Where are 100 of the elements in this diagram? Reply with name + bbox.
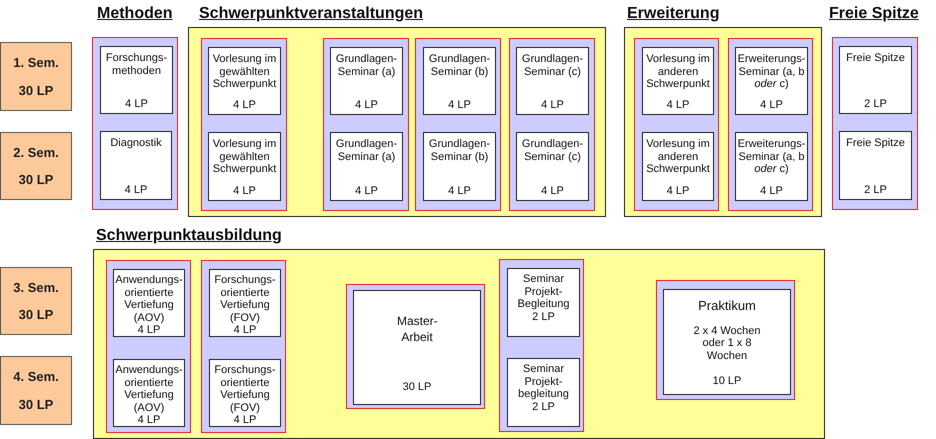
module-box [423, 47, 496, 115]
module-box [642, 47, 714, 115]
credit-points: 4 LP [541, 98, 564, 111]
semester-box [0, 356, 72, 425]
credit-points: 4 LP [124, 184, 148, 196]
module-title: Diagnostik [110, 137, 162, 150]
module-box [516, 47, 589, 115]
credit-points: 2 LP [864, 184, 887, 196]
module-title: Erweiterungs- Seminar (a, b oder c) [738, 53, 806, 90]
module-box [507, 358, 580, 427]
credit-points: 30 LP [18, 82, 54, 98]
credit-points: 4 LP [138, 324, 160, 336]
module-title: Vorlesung im anderen Schwerpunkt [645, 53, 711, 90]
semester-box [0, 267, 72, 335]
module-column [106, 260, 191, 433]
module-box [735, 132, 808, 201]
credit-points: 4 LP [233, 184, 256, 197]
module-title: Master- Arbeit [397, 313, 437, 345]
module-box [642, 132, 714, 201]
section-heading: Freie Spitze [829, 5, 919, 23]
credit-points: 4 LP [541, 184, 564, 197]
module-title: Grundlagen- Seminar (b) [428, 138, 492, 163]
module-title: Anwendungs- orientierte Vertiefung (AOV) [115, 364, 183, 414]
module-title: Forschungs- orientierte Vertiefung (FOV) [213, 364, 277, 414]
module-title: Grundlagen- Seminar (a) [334, 53, 398, 78]
credit-points: 4 LP [760, 184, 783, 197]
section-heading: Erweiterung [627, 5, 720, 23]
credit-points: 4 LP [233, 98, 256, 111]
module-title: Freie Spitze [846, 52, 905, 64]
module-title: Forschungs- orientierte Vertiefung (FOV) [213, 274, 277, 324]
section-heading: Schwerpunktveranstaltungen [199, 5, 424, 23]
semester-label: 1. Sem. [13, 55, 59, 70]
module-box [839, 46, 912, 114]
credit-points: 30 LP [18, 172, 54, 187]
credit-points: 4 LP [666, 184, 690, 197]
module-box [516, 132, 589, 201]
module-box [209, 359, 281, 427]
module-column [656, 280, 795, 400]
semester-label: 4. Sem. [13, 369, 59, 384]
module-box [507, 268, 580, 337]
credit-points: 4 LP [234, 324, 256, 336]
credit-points: 10 LP [712, 374, 742, 387]
module-column [728, 38, 813, 211]
module-box [353, 290, 481, 405]
module-box [208, 47, 281, 115]
module-column [499, 259, 584, 432]
module-column [323, 38, 409, 211]
module-column [346, 284, 485, 409]
module-note: 2 x 4 Wochen oder 1 x 8 Wochen [692, 324, 762, 362]
credit-points: 4 LP [448, 184, 471, 197]
module-title: Forschungs- methoden [104, 52, 168, 77]
module-box [209, 269, 281, 337]
credit-points: 4 LP [234, 414, 256, 426]
module-box [208, 132, 281, 201]
module-title: Grundlagen- Seminar (a) [334, 138, 398, 163]
semester-label: 2. Sem. [13, 145, 59, 160]
semester-label: 3. Sem. [13, 280, 59, 295]
module-box [330, 47, 403, 115]
credit-points: 4 LP [125, 98, 148, 110]
credit-points: 4 LP [448, 98, 471, 111]
credit-points: 4 LP [355, 98, 378, 111]
module-box [100, 131, 172, 200]
credit-points: 30 LP [402, 380, 432, 393]
module-title: Anwendungs- orientierte Vertiefung (AOV) [115, 274, 183, 324]
module-title: Seminar Projekt- Begleitung [516, 273, 570, 310]
module-title: Grundlagen- Seminar (c) [520, 53, 584, 78]
credit-points: 2 LP [864, 98, 887, 110]
module-title: Freie Spitze [846, 137, 905, 150]
module-box [100, 46, 173, 114]
module-box [330, 132, 403, 201]
credit-points: 4 LP [138, 414, 160, 426]
module-column [201, 260, 286, 433]
module-box [113, 269, 185, 337]
module-box [735, 47, 808, 115]
credit-points: 30 LP [18, 307, 54, 322]
section-heading: Schwerpunktausbildung [96, 227, 282, 245]
module-column [415, 38, 501, 211]
section-heading: Methoden [97, 5, 173, 23]
module-box [113, 359, 185, 427]
semester-box [0, 132, 72, 200]
module-column [634, 38, 719, 211]
module-title: Vorlesung im gewählten Schwerpunkt [212, 138, 278, 176]
module-title: Erweiterungs- Seminar (a, b oder c) [738, 138, 806, 176]
semester-box [0, 42, 72, 111]
module-title: Grundlagen- Seminar (b) [428, 53, 492, 78]
module-title: Vorlesung im anderen Schwerpunkt [645, 138, 711, 176]
module-title: Vorlesung im gewählten Schwerpunkt [212, 53, 278, 90]
credit-points: 2 LP [532, 310, 555, 323]
module-title: Seminar Projekt- begleitung [517, 363, 570, 400]
credit-points: 4 LP [355, 184, 378, 197]
credit-points: 30 LP [18, 396, 54, 412]
module-title: Praktikum [698, 300, 756, 312]
module-column [201, 38, 287, 211]
module-title: Grundlagen- Seminar (c) [520, 138, 584, 163]
module-column [509, 38, 595, 211]
module-box [423, 132, 496, 201]
credit-points: 2 LP [532, 400, 555, 413]
module-box [663, 289, 791, 395]
credit-points: 4 LP [760, 98, 783, 111]
module-box [839, 131, 912, 200]
